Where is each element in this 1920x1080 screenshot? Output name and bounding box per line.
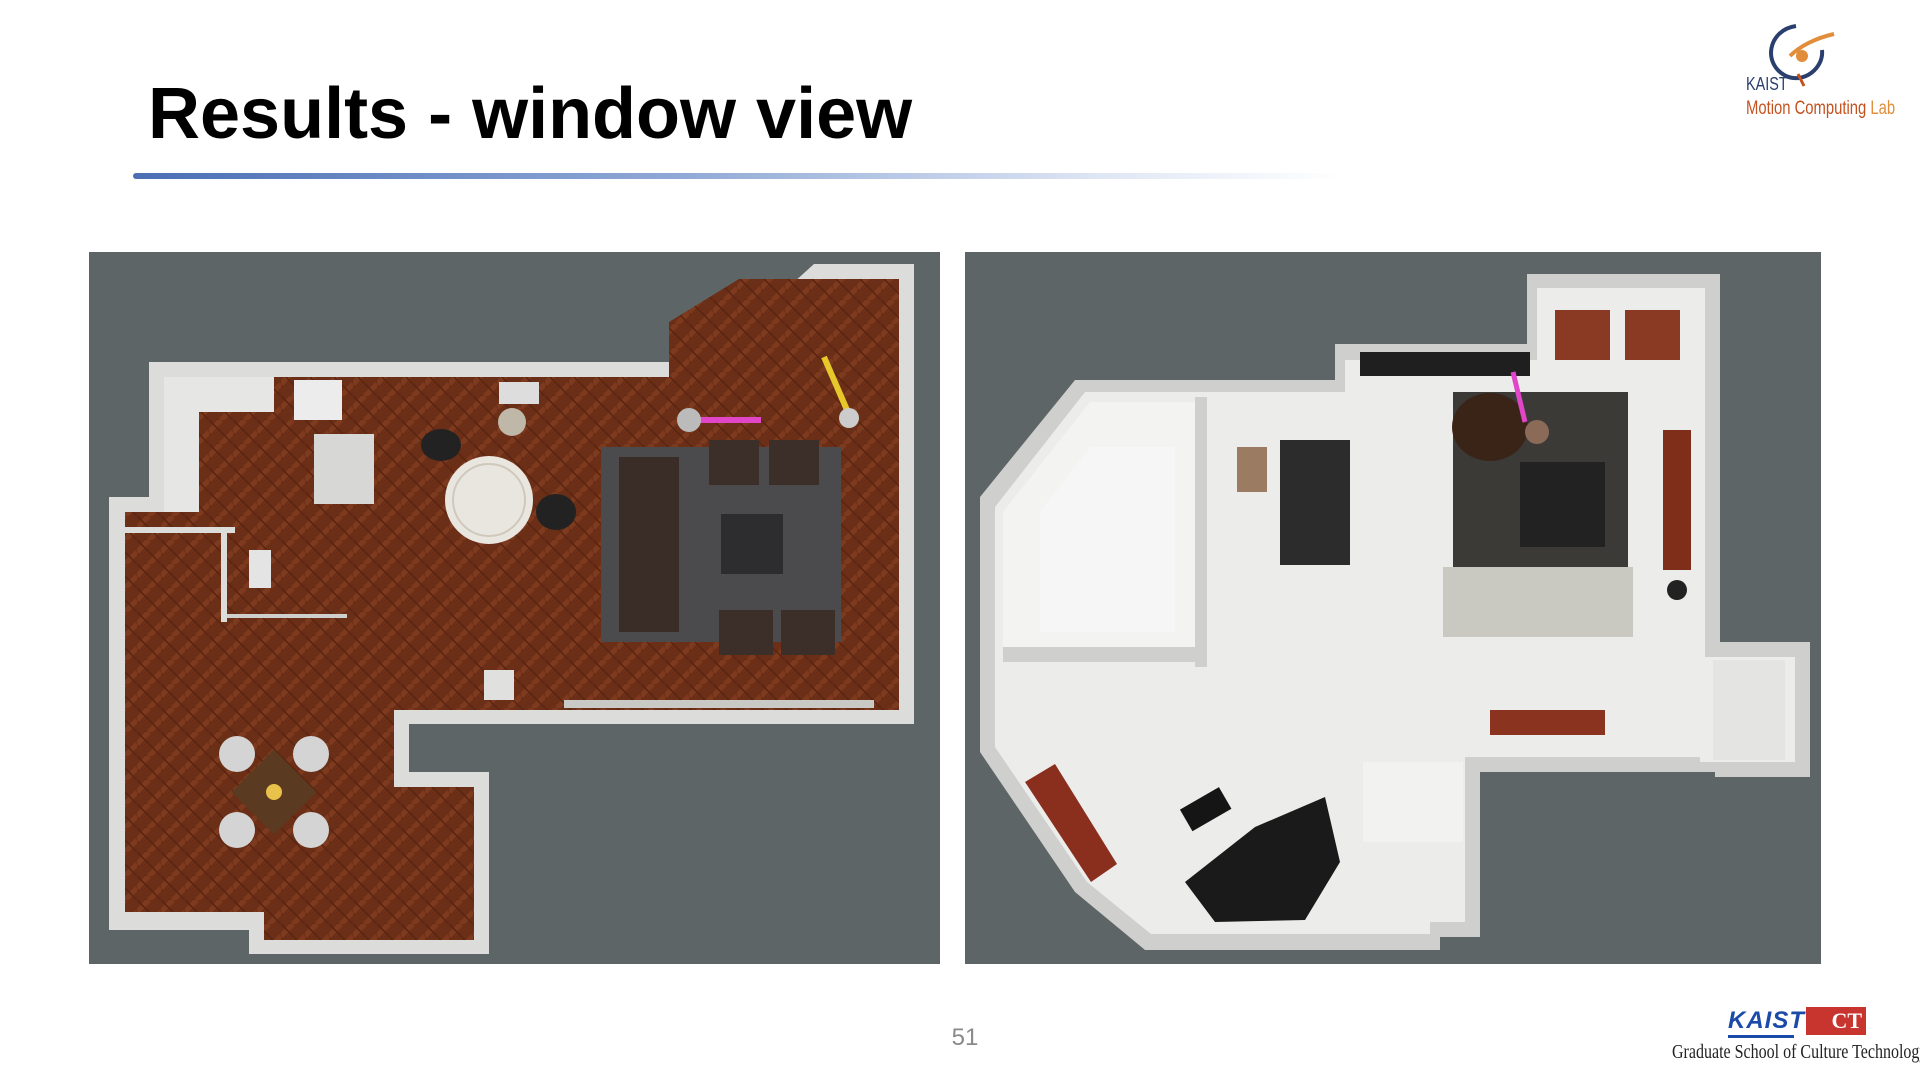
orbit-logo-icon [1769, 24, 1835, 87]
lab-name: Motion Computing Lab [1746, 98, 1895, 120]
motion-computing-lab-logo: KAIST Motion Computing Lab [1738, 16, 1908, 124]
floor-plan-image-left [89, 252, 940, 964]
title-underline [133, 173, 1343, 179]
gsct-ct-mark: CT [1806, 1007, 1866, 1035]
slide-title: Results - window view [148, 74, 913, 154]
page-number: 51 [951, 1024, 979, 1051]
lab-name-main: Motion Computing [1746, 98, 1867, 119]
lab-institution: KAIST [1746, 74, 1788, 94]
gsct-school-name: Graduate School of Culture Technology [1672, 1041, 1920, 1063]
gsct-kaist-underline [1728, 1035, 1794, 1038]
lab-name-suffix: Lab [1870, 98, 1896, 119]
gsct-logo: KAIST CT Graduate School of Culture Tech… [1668, 1003, 1920, 1073]
floor-plan-image-right [965, 252, 1821, 964]
gsct-kaist-text: KAIST [1728, 1007, 1805, 1034]
